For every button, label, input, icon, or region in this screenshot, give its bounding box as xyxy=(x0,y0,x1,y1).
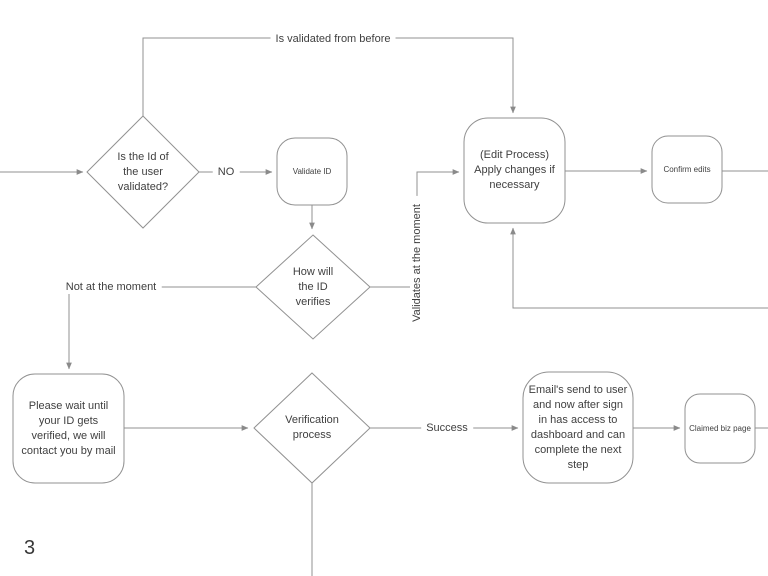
decision-shape-how-will-id-verifies xyxy=(255,234,371,340)
process-shape-edit-process xyxy=(463,117,566,224)
process-shape-emails-send xyxy=(522,371,634,484)
edge-not-at-moment-to-please-wait xyxy=(66,286,256,370)
process-shape-please-wait xyxy=(12,373,125,484)
edge-label-no: NO xyxy=(212,165,240,179)
edge-label-validates-at-the-moment: Validates at the moment xyxy=(410,196,424,330)
decision-shape-is-id-validated xyxy=(86,115,200,229)
edge-label-not-at-the-moment: Not at the moment xyxy=(60,280,162,294)
process-shape-confirm-edits xyxy=(651,135,723,204)
edge-label-is-validated-from-before: Is validated from before xyxy=(270,32,396,46)
page-number: 3 xyxy=(24,537,36,559)
edge-label-success: Success xyxy=(421,421,473,435)
edge-loop-back-to-edit-process xyxy=(510,227,768,309)
process-shape-claimed-biz-page xyxy=(684,393,756,464)
decision-shape-verification-process xyxy=(253,372,371,484)
process-shape-validate-id xyxy=(276,137,348,206)
edge-validated-from-before-loop xyxy=(142,37,516,116)
